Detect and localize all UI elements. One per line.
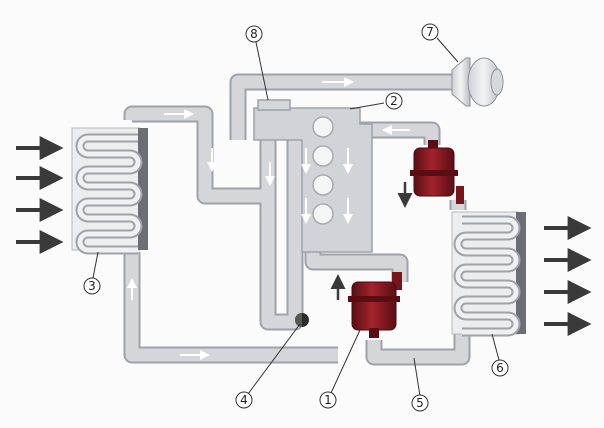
callout-4: 4 (235, 391, 253, 409)
pump-lower (348, 272, 402, 338)
outflow-arrows (544, 216, 592, 336)
inflow-arrows (16, 136, 64, 254)
callout-6: 6 (491, 359, 509, 377)
sensor-housing (257, 99, 291, 111)
svg-text:1: 1 (324, 393, 332, 407)
fan (451, 57, 504, 107)
radiator-left (71, 127, 148, 255)
svg-text:3: 3 (88, 279, 96, 293)
leader-lines (92, 37, 500, 397)
pump-upper (410, 140, 464, 204)
callout-1: 1 (319, 391, 337, 409)
callout-7: 7 (421, 23, 439, 41)
callout-3: 3 (83, 277, 101, 295)
flow-arrows (127, 77, 410, 360)
valve (295, 313, 309, 327)
side-arrows (330, 182, 413, 300)
svg-text:2: 2 (390, 94, 398, 108)
svg-text:5: 5 (416, 396, 424, 410)
svg-text:4: 4 (240, 393, 248, 407)
engine-cylinders (312, 116, 334, 225)
callout-8: 8 (245, 25, 263, 43)
svg-text:6: 6 (496, 361, 504, 375)
callout-2: 2 (385, 92, 403, 110)
svg-text:8: 8 (250, 27, 258, 41)
callout-5: 5 (411, 394, 429, 412)
svg-text:7: 7 (426, 25, 434, 39)
engine-block (253, 99, 373, 253)
radiator-right (451, 211, 526, 337)
